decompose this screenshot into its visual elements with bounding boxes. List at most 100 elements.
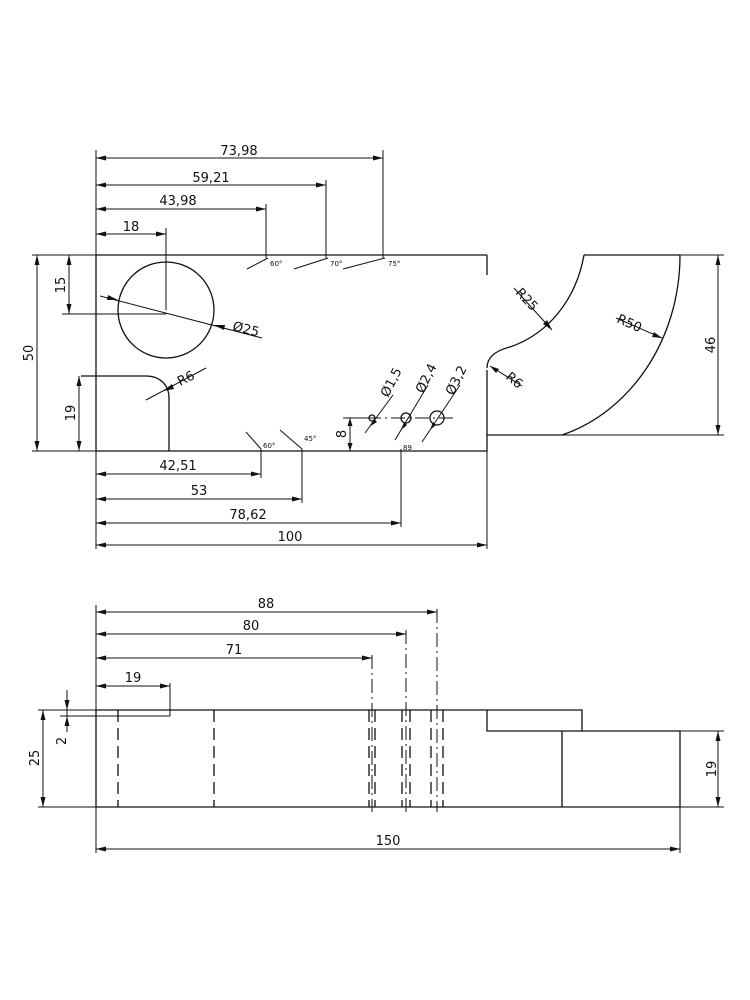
arrow-15-top <box>66 255 72 265</box>
arrow-100-left <box>96 542 106 548</box>
angle-75-top: 75° <box>388 260 400 268</box>
arrow-19-bottom <box>76 441 82 451</box>
angle-line-75-top <box>342 257 386 270</box>
arrow-80-left <box>96 631 106 637</box>
angle-60-top: 60° <box>270 260 282 268</box>
angle-45-bottom: 45° <box>304 435 316 443</box>
dim-46: 46 <box>704 337 719 354</box>
arrow-100-right <box>477 542 487 548</box>
hole-3-2-leader <box>421 384 461 443</box>
r6-left-label: R6 <box>175 369 197 390</box>
angle-line-60-top <box>246 257 269 270</box>
arrow-25-top <box>40 710 46 720</box>
arrow-46-bottom <box>715 425 721 435</box>
dim-59-21: 59,21 <box>192 171 229 186</box>
r50-arc <box>561 254 681 436</box>
dim-150: 150 <box>376 834 401 849</box>
arrow-2-top <box>64 700 70 710</box>
r50-arrow <box>652 332 662 338</box>
arrow-43-98-left <box>96 206 106 212</box>
hole-3-2-arrow <box>430 422 436 430</box>
angle-89-bottom: 89 <box>403 444 412 452</box>
dim-15: 15 <box>54 277 69 294</box>
arrow-43-98-right <box>256 206 266 212</box>
angle-line-60-bottom <box>245 431 262 450</box>
hole-3-2-label: Ø3,2 <box>443 363 470 397</box>
dim-100: 100 <box>278 530 303 545</box>
arrow-78-62-right <box>391 520 401 526</box>
arrow-8-top <box>347 418 353 426</box>
dim-19-side: 19 <box>125 671 142 686</box>
dim-42-51: 42,51 <box>159 459 196 474</box>
arrow-73-98-left <box>96 155 106 161</box>
hole-2-4-leader <box>394 384 429 441</box>
dim-25: 25 <box>28 750 43 767</box>
dim-80: 80 <box>243 619 260 634</box>
arrow-73-98-right <box>373 155 383 161</box>
arrow-42-51-left <box>96 471 106 477</box>
r6-notch <box>81 375 170 451</box>
hole-2-4-label: Ø2,4 <box>413 361 440 395</box>
dim-43-98: 43,98 <box>159 194 196 209</box>
bore-leader-arrow-2 <box>214 325 225 330</box>
hole-1-5-leader <box>364 394 394 434</box>
arrow-53-right <box>292 496 302 502</box>
r25-arrow <box>543 320 552 330</box>
dim-73-98: 73,98 <box>220 144 257 159</box>
dim-19-left: 19 <box>64 405 79 422</box>
arrow-53-left <box>96 496 106 502</box>
r25-arc <box>486 254 585 369</box>
arrow-2-bottom <box>64 716 70 726</box>
angle-70-top: 70° <box>330 260 342 268</box>
r6-left-arrow <box>163 384 174 391</box>
dim-19-right: 19 <box>705 761 720 778</box>
arrow-88-left <box>96 609 106 615</box>
bore-label: Ø25 <box>231 319 261 340</box>
arrow-71-right <box>362 655 372 661</box>
arrow-150-left <box>96 846 106 852</box>
side-view: 88 80 71 19 2 25 19 <box>28 597 724 853</box>
top-view-outline <box>95 254 680 452</box>
arrow-18-left <box>96 231 106 237</box>
dim-18: 18 <box>123 220 140 235</box>
arrow-8-bottom <box>347 443 353 451</box>
r50-label: R50 <box>614 312 643 336</box>
arrow-50-bottom <box>34 441 40 451</box>
arrow-150-right <box>670 846 680 852</box>
arrow-19-right-top <box>715 731 721 741</box>
bore-leader-arrow-1 <box>107 295 118 300</box>
arrow-19-side-right <box>160 683 170 689</box>
arrow-19-right-bottom <box>715 797 721 807</box>
r6-left-leader <box>145 367 207 401</box>
arrow-80-right <box>396 631 406 637</box>
angle-line-70-top <box>293 257 329 270</box>
r6-right-label: R6 <box>502 370 525 393</box>
dim-71: 71 <box>226 643 243 658</box>
bore-leader <box>99 295 263 339</box>
arrow-88-right <box>427 609 437 615</box>
dim-88: 88 <box>258 597 275 612</box>
top-view: 73,98 59,21 43,98 18 60° 70° 75° 15 50 <box>22 144 724 549</box>
side-view-step <box>486 710 582 732</box>
hole-1-5-arrow <box>369 419 377 427</box>
angle-60-bottom: 60° <box>263 442 275 450</box>
arrow-42-51-right <box>251 471 261 477</box>
arrow-46-top <box>715 255 721 265</box>
arrow-19-side-left <box>96 683 106 689</box>
arrow-25-bottom <box>40 797 46 807</box>
side-view-outline <box>95 709 681 808</box>
arrow-15-bottom <box>66 304 72 314</box>
dim-2: 2 <box>55 737 70 745</box>
dim-8: 8 <box>335 430 350 438</box>
dim-53: 53 <box>191 484 208 499</box>
dim-50: 50 <box>22 345 37 362</box>
hole-1-5-label: Ø1,5 <box>378 365 405 399</box>
hole-2-4-arrow <box>401 422 407 430</box>
arrow-50-top <box>34 255 40 265</box>
arrow-59-21-left <box>96 182 106 188</box>
arrow-59-21-right <box>316 182 326 188</box>
arrow-18-right <box>156 231 166 237</box>
arrow-78-62-left <box>96 520 106 526</box>
arrow-71-left <box>96 655 106 661</box>
